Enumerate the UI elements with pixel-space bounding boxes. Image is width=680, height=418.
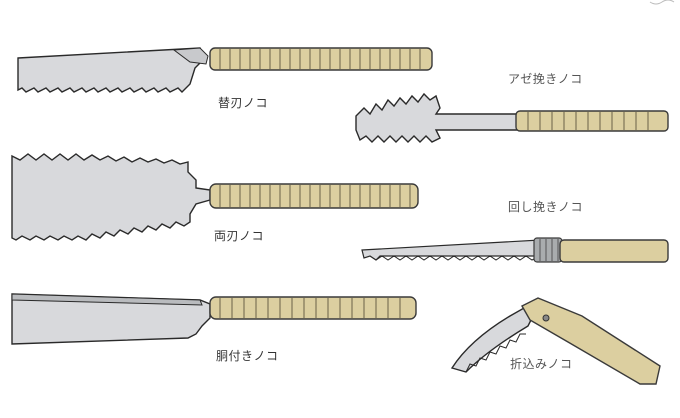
replaceable-blade-saw-icon <box>17 47 433 93</box>
folding-saw-icon <box>450 297 661 385</box>
saw-label-mawashibiki: 回し挽きノコ <box>508 200 584 214</box>
saw-label-kaeba: 替刃ノコ <box>218 96 269 110</box>
saw-label-ryoba: 両刃ノコ <box>214 229 265 243</box>
saw-label-orikomi: 折込みノコ <box>510 357 573 371</box>
double-edge-saw-icon <box>11 153 419 241</box>
groove-saw-icon <box>355 92 669 143</box>
keyhole-saw-icon <box>361 237 669 263</box>
saw-label-azebiki: アゼ挽きノコ <box>508 72 583 86</box>
saw-label-dotsuki: 胴付きノコ <box>216 349 279 363</box>
backed-saw-icon <box>11 293 417 345</box>
